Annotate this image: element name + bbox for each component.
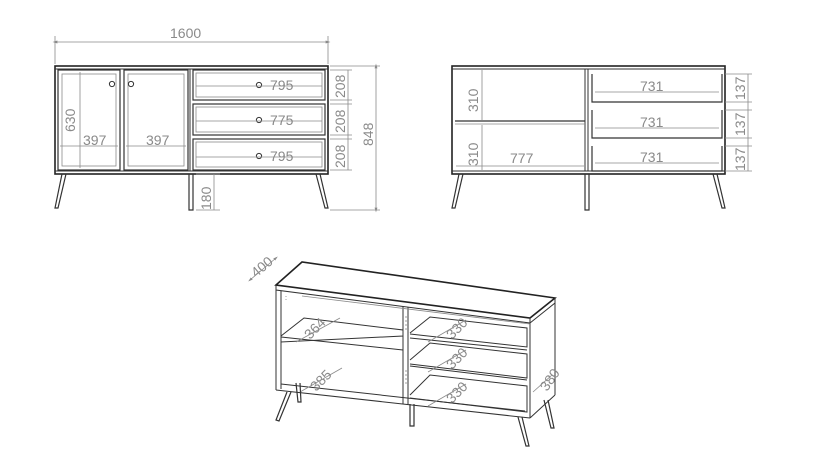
door-knob-left [108,80,116,88]
section-drawer-2 [591,110,723,139]
drawer-height-1: 208 [332,74,348,98]
iso-drawer-1 [409,316,528,348]
drawer-inner-width-1: 731 [640,78,664,94]
door-knob-right [127,80,135,88]
shelf-height-bottom: 310 [465,142,481,166]
isometric-view: 400 364 385 330 330 330 [248,253,563,447]
drawer-inner-height-3: 137 [732,147,748,171]
iso-leg-back-right [543,399,555,429]
drawer-width-3: 795 [270,148,294,164]
drawer-1 [192,69,326,101]
inner-width-label: 777 [510,150,534,166]
drawer-knob-2 [255,116,263,124]
drawer-inner-height-2: 137 [732,112,748,136]
section-drawer-1 [591,74,723,103]
drawer-inner-width-2: 731 [640,114,664,130]
door-left [57,69,121,171]
iso-leg-middle [409,404,415,427]
drawer-width-1: 795 [270,77,294,93]
front-body [54,65,329,175]
iso-depth-label: 400 [248,253,276,280]
iso-leg-front-right [517,416,530,447]
section-view: 310 310 777 731 731 731 137 137 137 [451,65,752,211]
section-leg-middle [584,174,590,211]
drawer-width-2: 775 [270,112,294,128]
section-leg-left [451,173,464,209]
leg-front-right [315,173,329,209]
iso-side-depth-label: 380 [536,365,563,393]
drawer-2 [192,103,326,136]
front-view: 1600 795 775 795 630 397 [52,25,380,213]
leg-height-label: 180 [198,186,214,210]
overall-height-label: 848 [360,122,376,146]
drawer-knob-3 [255,152,263,160]
drawer-height-3: 208 [332,144,348,168]
iso-leg-back-left [295,382,302,403]
drawer-3 [192,138,326,171]
leg-front-left [54,173,67,209]
overall-width-label: 1600 [170,25,201,41]
iso-leg-front-left [275,391,292,422]
iso-drawer-2 [409,342,528,379]
iso-drawer-depth-2: 330 [443,344,471,372]
door-height-label: 630 [62,108,78,132]
drawer-height-2: 208 [332,109,348,133]
door-width-left-label: 397 [83,132,107,148]
door-width-right-label: 397 [146,132,170,148]
shelf-height-top: 310 [465,88,481,112]
iso-left-shelf [280,317,404,343]
section-leg-right [712,173,726,209]
iso-drawer-3 [409,374,528,413]
leg-front-middle [188,174,194,211]
drawer-knob-1 [255,81,263,89]
door-right [123,69,189,171]
drawer-inner-height-1: 137 [732,76,748,100]
section-drawer-3 [591,146,723,172]
drawer-inner-width-3: 731 [640,149,664,165]
